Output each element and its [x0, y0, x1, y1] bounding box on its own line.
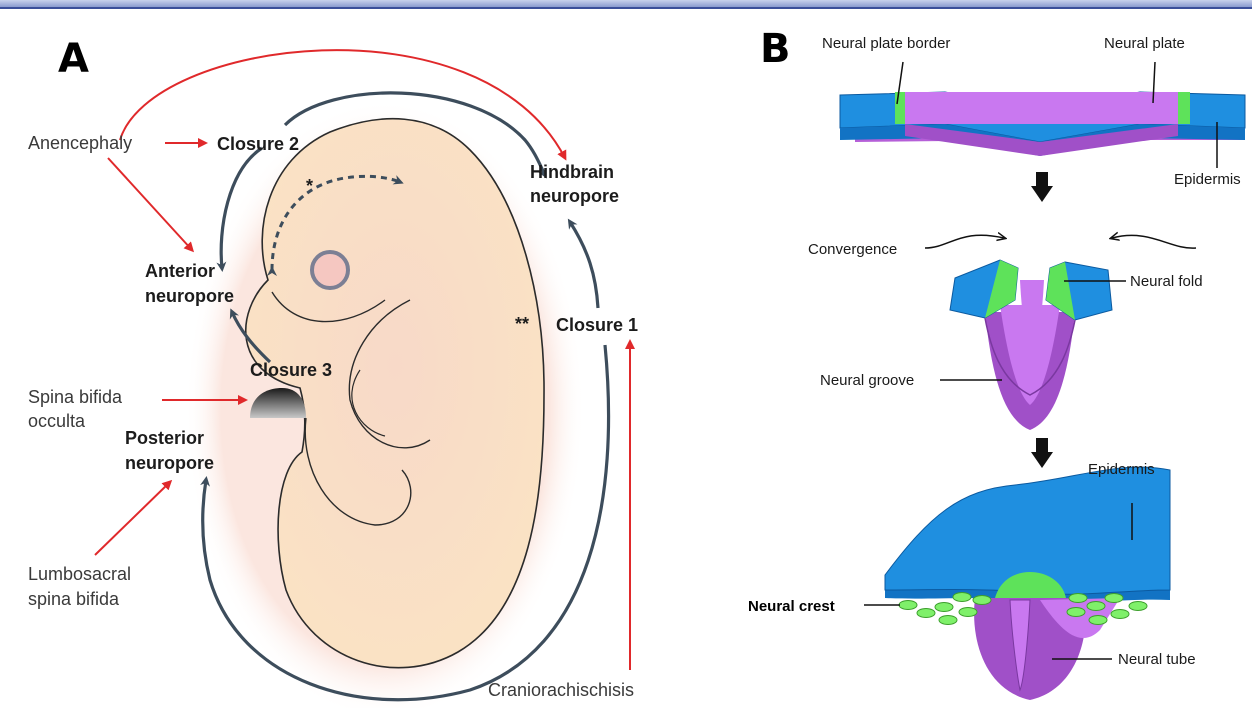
label-epidermis-bottom: Epidermis [1088, 461, 1155, 478]
label-convergence: Convergence [808, 241, 897, 258]
convergence-arrow-right [1112, 235, 1196, 248]
label-closure-3: Closure 3 [250, 360, 332, 380]
label-epidermis-top: Epidermis [1174, 171, 1241, 188]
label-lumbosacral-2: spina bifida [28, 589, 120, 609]
label-hindbrain-2: neuropore [530, 186, 619, 206]
label-neural-crest: Neural crest [748, 598, 835, 615]
label-single-star: * [306, 176, 313, 196]
panel-b: B [748, 26, 1245, 700]
neural-plate-strip [840, 92, 1245, 156]
step-arrow-2 [1031, 438, 1053, 468]
panel-a-letter: A [58, 36, 89, 82]
label-spina-occulta-1: Spina bifida [28, 387, 123, 407]
panel-b-letter: B [760, 26, 791, 72]
label-neural-tube: Neural tube [1118, 651, 1196, 668]
lumbosacral-to-posterior-arrow [95, 482, 170, 555]
label-posterior-1: Posterior [125, 428, 204, 448]
panel-a: A Anencephaly Closure 2 Hindbrain [28, 36, 638, 708]
otic-placode [312, 252, 348, 288]
label-anterior-2: neuropore [145, 286, 234, 306]
label-anterior-1: Anterior [145, 261, 215, 281]
label-craniorachischisis: Craniorachischisis [488, 680, 634, 700]
step-arrow-1 [1031, 172, 1053, 202]
label-anencephaly: Anencephaly [28, 133, 132, 153]
closure-1-to-hindbrain-arrow [570, 222, 598, 308]
label-closure-1: Closure 1 [556, 315, 638, 335]
label-posterior-2: neuropore [125, 453, 214, 473]
neural-groove-stage [950, 260, 1112, 430]
label-hindbrain-1: Hindbrain [530, 162, 614, 182]
convergence-arrow-left [925, 235, 1004, 248]
label-neural-groove: Neural groove [820, 372, 914, 389]
anencephaly-to-anterior-arrow [108, 158, 192, 250]
label-closure-2: Closure 2 [217, 134, 299, 154]
label-double-star: ** [515, 314, 529, 334]
label-neural-fold: Neural fold [1130, 273, 1203, 290]
label-lumbosacral-1: Lumbosacral [28, 564, 131, 584]
label-neural-plate-border: Neural plate border [822, 35, 950, 52]
label-neural-plate: Neural plate [1104, 35, 1185, 52]
label-spina-occulta-2: occulta [28, 411, 86, 431]
